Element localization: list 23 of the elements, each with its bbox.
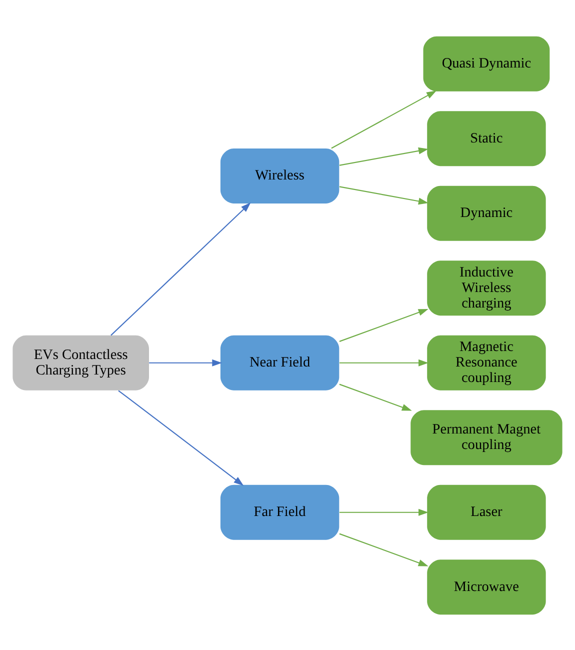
node-box: Laser	[427, 484, 546, 540]
arrow	[339, 532, 428, 566]
node-box: Near Field	[220, 334, 340, 390]
arrow	[340, 358, 428, 366]
node-box: Microwave	[427, 559, 546, 614]
node-box: Far Field	[220, 484, 340, 540]
node-box: Static	[427, 110, 546, 166]
arrow	[339, 308, 428, 342]
node-box: Inductive Wireless charging	[427, 260, 546, 316]
arrow	[331, 90, 437, 148]
node-box: EVs Contactless Charging Types	[12, 334, 149, 390]
arrow	[110, 202, 251, 336]
node-box: Magnetic Resonance coupling	[427, 334, 546, 390]
arrow	[339, 146, 428, 166]
node-box: Wireless	[220, 148, 340, 203]
node-box: Dynamic	[427, 185, 546, 240]
node-box: Permanent Magnet coupling	[410, 410, 562, 465]
arrow	[118, 390, 244, 486]
arrow	[339, 383, 412, 410]
node-box: Quasi Dynamic	[423, 36, 550, 91]
arrow	[339, 186, 428, 204]
arrow	[149, 358, 222, 366]
arrow	[340, 508, 428, 516]
